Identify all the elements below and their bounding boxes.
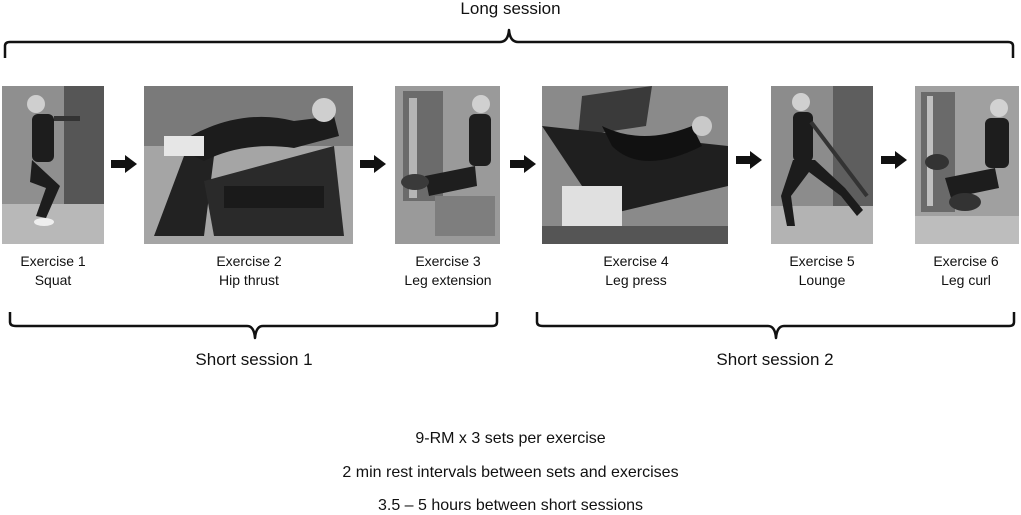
exercise-2-caption: Exercise 2 Hip thrust [179,252,319,290]
exercise-4-caption: Exercise 4 Leg press [566,252,706,290]
exercise-number: Exercise 3 [415,253,481,269]
exercise-name: Lounge [798,272,846,288]
note-interval: 3.5 – 5 hours between short sessions [377,497,644,514]
arrow-right-icon [736,151,762,169]
long-session-label: Long session [460,0,561,18]
short-session-2-bracket [535,312,1016,340]
short-session-1-label: Short session 1 [195,350,313,369]
long-session-bracket [3,28,1015,58]
exercise-number: Exercise 1 [20,253,86,269]
exercise-5-caption: Exercise 5 Lounge [752,252,892,290]
arrow-right-icon [111,155,137,173]
exercise-number: Exercise 4 [603,253,669,269]
exercise-1-photo [2,86,104,244]
exercise-number: Exercise 5 [789,253,855,269]
exercise-name: Leg press [605,272,667,288]
exercise-4-photo [542,86,728,244]
exercise-number: Exercise 2 [216,253,282,269]
exercise-name: Leg curl [941,272,991,288]
exercise-6-photo [915,86,1019,244]
note-rest: 2 min rest intervals between sets and ex… [342,464,679,481]
exercise-name: Squat [34,272,72,288]
exercise-1-caption: Exercise 1 Squat [0,252,123,290]
note-sets: 9-RM x 3 sets per exercise [415,430,606,447]
exercise-2-photo [144,86,353,244]
exercise-name: Leg extension [404,272,492,288]
short-session-1-bracket [8,312,499,340]
arrow-right-icon [510,155,536,173]
arrow-right-icon [881,151,907,169]
arrow-right-icon [360,155,386,173]
exercise-3-caption: Exercise 3 Leg extension [378,252,518,290]
short-session-2-label: Short session 2 [716,350,834,369]
exercise-name: Hip thrust [219,272,279,288]
exercise-3-photo [395,86,500,244]
exercise-number: Exercise 6 [933,253,999,269]
exercise-6-caption: Exercise 6 Leg curl [896,252,1021,290]
exercise-5-photo [771,86,873,244]
